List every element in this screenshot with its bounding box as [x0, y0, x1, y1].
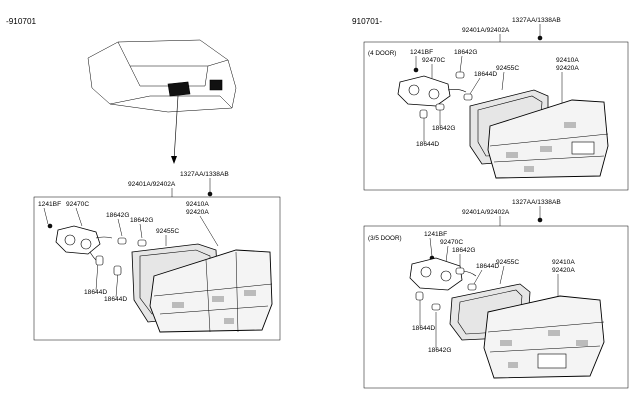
socket-harness-icon: [397, 75, 467, 107]
label-socket: 92470C: [440, 239, 463, 246]
bulb-d-lower-icon: [419, 109, 428, 119]
tail-lamp-lens-icon: [487, 99, 609, 179]
screw-icon: [413, 67, 419, 73]
label-lens-b: 92420A: [186, 209, 209, 216]
socket-harness-icon: [55, 225, 113, 263]
bulb-d-upper-icon: [95, 255, 104, 266]
leader-bulb-d-upper: [473, 269, 483, 285]
leader-socket: [75, 207, 83, 227]
bulb-d-lower-icon: [113, 265, 122, 276]
leader-bulb-g-upper: [117, 218, 123, 237]
car-callout-arrowhead: [171, 156, 177, 164]
leader-gasket: [501, 71, 505, 91]
label-screw: 1241BF: [424, 231, 447, 238]
label-gasket: 92455C: [496, 259, 519, 266]
bulb-g-upper-icon: [117, 237, 127, 245]
leader-screw: [43, 207, 49, 225]
leader-screw: [429, 237, 433, 257]
socket-harness-icon: [409, 257, 477, 291]
label-lens-b: 92420A: [556, 65, 579, 72]
bulb-g-upper-icon: [455, 71, 465, 79]
screw-icon: [47, 223, 53, 229]
label-lamp-assembly: 92401A/92402A: [128, 181, 176, 188]
bulb-d-upper-icon: [463, 93, 473, 101]
label-socket: 92470C: [66, 201, 89, 208]
car-rear-window: [129, 65, 209, 87]
label-bulb-g-lower: 18642G: [428, 347, 451, 354]
car-tail-lamp-left-highlight: [167, 81, 191, 97]
label-bulb-d-lower: 18644D: [416, 141, 439, 148]
label-bulb-d-upper: 18644D: [474, 71, 497, 78]
car-rear-view-illustration: [87, 39, 237, 164]
leader-bulb-d-lower: [115, 271, 119, 298]
panel-frame: [33, 196, 281, 341]
leader-socket: [445, 245, 449, 263]
label-fastener: 1327AA/1338AB: [180, 171, 229, 178]
label-bulb-g-lower: 18642G: [432, 125, 455, 132]
header-after-date: 910701-: [352, 17, 382, 26]
label-bulb-d-upper: 18644D: [476, 263, 499, 270]
car-tail-lamp-right-highlight: [209, 79, 223, 91]
fastener-clip-icon: [537, 217, 543, 223]
label-gasket: 92455C: [156, 228, 179, 235]
bulb-g-lower-icon: [137, 239, 147, 247]
label-socket: 92470C: [422, 57, 445, 64]
label-lamp-assembly: 92401A/92402A: [462, 27, 510, 34]
label-lens-a: 92410A: [556, 57, 579, 64]
label-gasket: 92455C: [496, 65, 519, 72]
label-screw: 1241BF: [38, 201, 61, 208]
label-screw: 1241BF: [410, 49, 433, 56]
bulb-g-upper-icon: [455, 267, 465, 275]
label-bulb-d-lower: 18644D: [104, 296, 127, 303]
car-body-outline: [87, 39, 237, 113]
leader-bulb-d-upper: [469, 77, 481, 95]
label-bulb-g-lower: 18642G: [130, 217, 153, 224]
tail-lamp-lens-icon: [483, 295, 605, 379]
panel-4-door: 1327AA/1338AB 92401A/92402A (4 DOOR) 124…: [363, 17, 629, 191]
label-fastener: 1327AA/1338AB: [512, 17, 561, 24]
car-trunk-line: [109, 95, 233, 109]
bulb-d-upper-icon: [467, 283, 477, 291]
bulb-g-lower-icon: [435, 103, 445, 111]
label-fastener: 1327AA/1338AB: [512, 199, 561, 206]
leader-gasket: [499, 265, 505, 285]
bulb-g-lower-icon: [431, 303, 441, 311]
car-roof-line: [117, 41, 229, 67]
panel-3-5-door: 1327AA/1338AB 92401A/92402A (3/5 DOOR) 1…: [363, 199, 629, 389]
leader-bulb-g-upper: [459, 55, 463, 73]
label-bulb-d-lower: 18644D: [412, 325, 435, 332]
panel-before-910701: 1327AA/1338AB 92401A/92402A 1241BF 92470…: [33, 171, 281, 341]
label-bulb-d-upper: 18644D: [84, 289, 107, 296]
label-lens-a: 92410A: [186, 201, 209, 208]
panel-tag: (4 DOOR): [368, 50, 396, 57]
fastener-clip-icon: [207, 191, 213, 197]
bulb-d-lower-icon: [415, 291, 424, 301]
label-lens-a: 92410A: [552, 259, 575, 266]
leader-bulb-g-lower: [139, 223, 143, 239]
panel-frame: [363, 225, 629, 389]
panel-frame: [363, 41, 629, 191]
label-bulb-g-upper: 18642G: [454, 49, 477, 56]
label-lens-b: 92420A: [552, 267, 575, 274]
header-before-date: -910701: [6, 17, 36, 26]
tail-lamp-lens-icon: [149, 249, 273, 333]
panel-tag: (3/5 DOOR): [368, 235, 402, 242]
fastener-clip-icon: [537, 35, 543, 41]
car-callout-arrow-line: [173, 95, 179, 161]
label-bulb-g-upper: 18642G: [452, 247, 475, 254]
leader-bulb-d-upper: [95, 261, 99, 291]
leader-lens: [199, 215, 219, 247]
label-lamp-assembly: 92401A/92402A: [462, 209, 510, 216]
label-bulb-g-upper: 18642G: [106, 212, 129, 219]
